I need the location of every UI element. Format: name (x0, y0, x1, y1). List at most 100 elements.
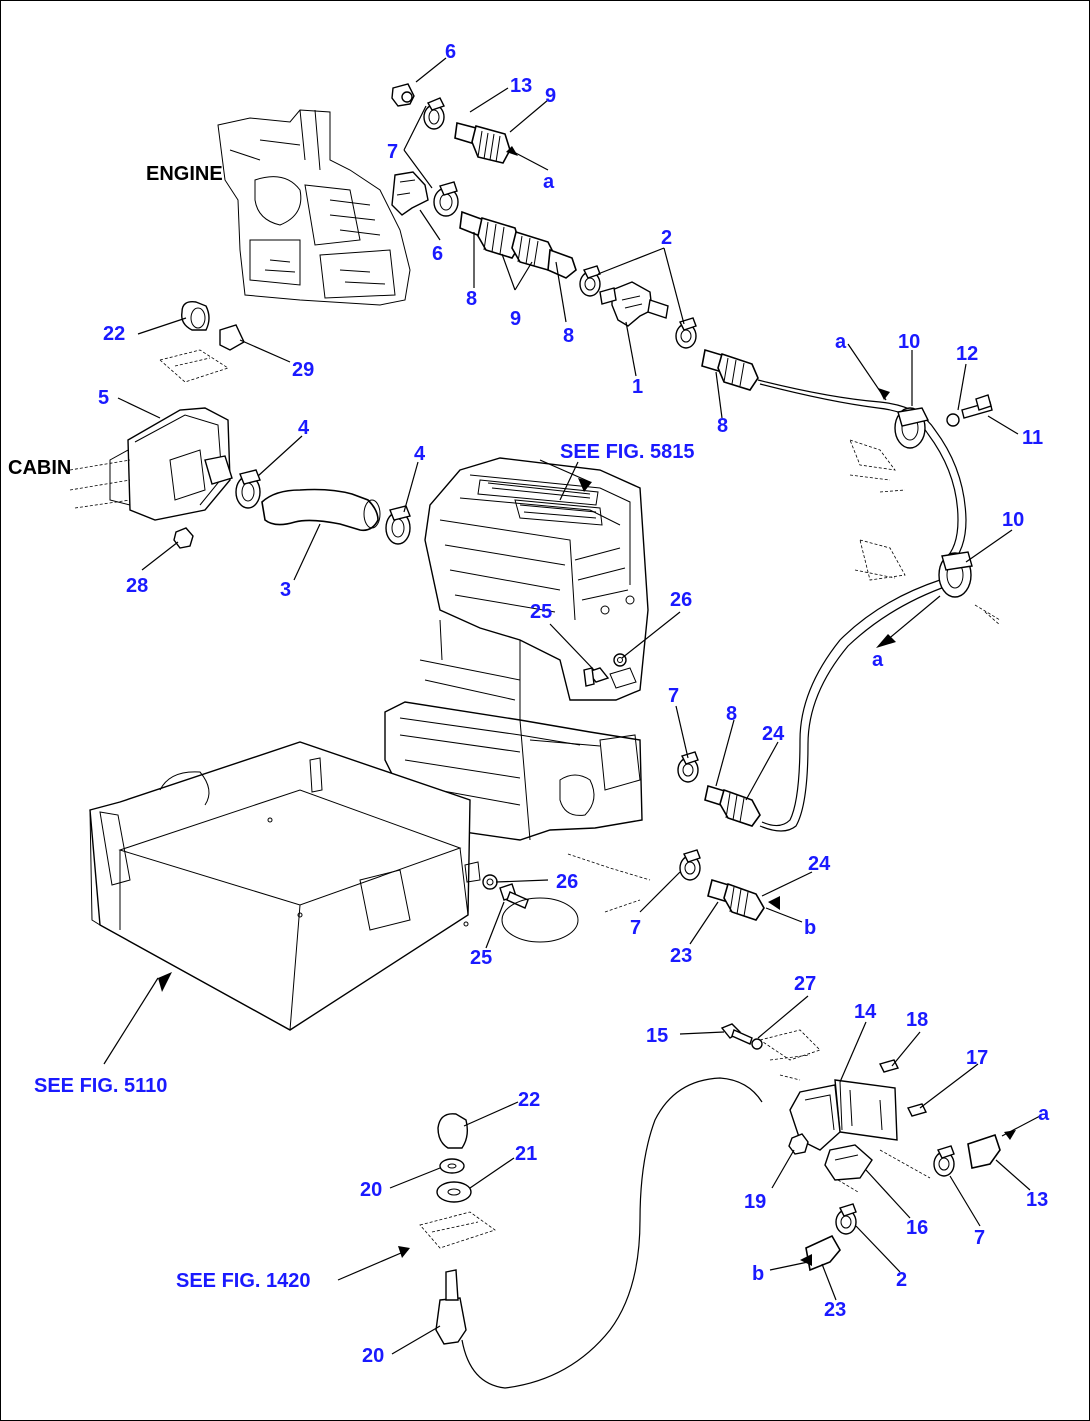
bolt-15-washer-27 (720, 1023, 763, 1050)
washer-20-lower (439, 1158, 465, 1174)
hose-8-right (701, 348, 759, 391)
valve-6-elbow (391, 171, 429, 216)
callout-24: 24 (762, 723, 785, 745)
bolt-18 (878, 1059, 900, 1073)
callout-21: 21 (515, 1143, 537, 1165)
callout-2: 2 (896, 1269, 907, 1291)
valve-1 (599, 281, 669, 327)
hose-13-bracket (967, 1133, 1001, 1169)
cabin-label: CABIN (8, 457, 71, 479)
bracket-guides (837, 1149, 931, 1193)
arrowheads (158, 146, 1016, 1266)
knob-22-top (181, 301, 210, 331)
hose-23-bracket (805, 1234, 841, 1272)
ref-fig-1420: SEE FIG. 1420 (176, 1270, 311, 1292)
callout-7: 7 (387, 141, 398, 163)
clamp-4-left (235, 469, 261, 509)
clamp-2-bracket (835, 1203, 857, 1235)
clamp-10-upper (849, 407, 930, 493)
hose-3 (261, 488, 381, 532)
clamp-7-bracket (933, 1145, 955, 1177)
callout-7: 7 (630, 917, 641, 939)
base-box (89, 741, 471, 1031)
callout-13: 13 (510, 75, 532, 97)
callout-5: 5 (98, 387, 109, 409)
callout-7: 7 (974, 1227, 985, 1249)
callout-8: 8 (717, 415, 728, 437)
callout-4: 4 (414, 443, 426, 465)
ref-fig-5110: SEE FIG. 5110 (34, 1075, 167, 1097)
callout-11: 11 (1022, 427, 1043, 449)
hose-23-24 (707, 878, 765, 921)
callout-b: b (804, 917, 816, 939)
clamp-4-right (385, 505, 411, 545)
callout-4: 4 (298, 417, 310, 439)
callout-17: 17 (966, 1047, 988, 1069)
washer-26-lower (464, 861, 498, 890)
callout-16: 16 (906, 1217, 928, 1239)
callout-a: a (1038, 1103, 1050, 1125)
knob-22-lower (437, 1113, 469, 1149)
heater-unit (384, 457, 649, 841)
long-pipe (757, 379, 967, 832)
callout-26: 26 (556, 871, 578, 893)
callout-24: 24 (808, 853, 831, 875)
callout-26: 26 (670, 589, 692, 611)
callout-6: 6 (432, 243, 443, 265)
bolt-11-washer-12 (946, 394, 993, 427)
clamp-7-mid (433, 181, 459, 217)
callout-23: 23 (824, 1299, 846, 1321)
hose-13-9-top (454, 121, 511, 164)
callout-a: a (835, 331, 847, 353)
hose-8-24 (704, 784, 761, 827)
callout-2: 2 (661, 227, 672, 249)
callout-15: 15 (646, 1025, 668, 1047)
engine-sketch (217, 109, 411, 306)
control-cable (461, 1077, 763, 1389)
callout-14: 14 (854, 1001, 877, 1023)
callout-a: a (872, 649, 884, 671)
callout-25: 25 (530, 601, 552, 623)
callout-25: 25 (470, 947, 492, 969)
callout-6: 6 (445, 41, 456, 63)
ref-fig-5815: SEE FIG. 5815 (560, 441, 695, 463)
callout-8: 8 (726, 703, 737, 725)
callout-3: 3 (280, 579, 291, 601)
callout-13: 13 (1026, 1189, 1048, 1211)
callout-19: 19 (744, 1191, 766, 1213)
bolt-25-upper (583, 667, 610, 687)
callout-22: 22 (103, 323, 125, 345)
clamp-2-left (579, 265, 601, 297)
callout-10: 10 (1002, 509, 1024, 531)
callout-10: 10 (898, 331, 920, 353)
callout-20: 20 (362, 1345, 384, 1367)
callout-23: 23 (670, 945, 692, 967)
hose-8-9-upper (459, 210, 577, 279)
callout-8: 8 (563, 325, 574, 347)
washer-21 (436, 1181, 472, 1203)
callout-12: 12 (956, 343, 978, 365)
nut-28 (173, 527, 194, 549)
panel-sketch-1420 (419, 1211, 496, 1249)
duct-5 (69, 407, 233, 521)
callout-a: a (543, 171, 555, 193)
callout-20: 20 (360, 1179, 382, 1201)
callout-27: 27 (794, 973, 816, 995)
callout-1: 1 (632, 376, 643, 398)
engine-label: ENGINE (146, 163, 223, 185)
clamp-7-heater (677, 751, 699, 783)
callout-8: 8 (466, 288, 477, 310)
leader-lines (103, 57, 1041, 1355)
callout-9: 9 (510, 308, 521, 330)
valve-6-top (391, 83, 415, 107)
clamp-2-right (675, 317, 697, 349)
clamp-10-lower (854, 539, 1001, 626)
clamp-7-lower (679, 849, 701, 881)
bracket-14 (759, 1029, 898, 1151)
callout-22: 22 (518, 1089, 540, 1111)
callout-29: 29 (292, 359, 314, 381)
callouts: 6 13 9 7 a 6 2 8 9 8 1 8 22 29 5 4 4 3 2… (98, 41, 1050, 1367)
switch-20-bottom (435, 1269, 467, 1345)
lever-16 (824, 1144, 873, 1181)
